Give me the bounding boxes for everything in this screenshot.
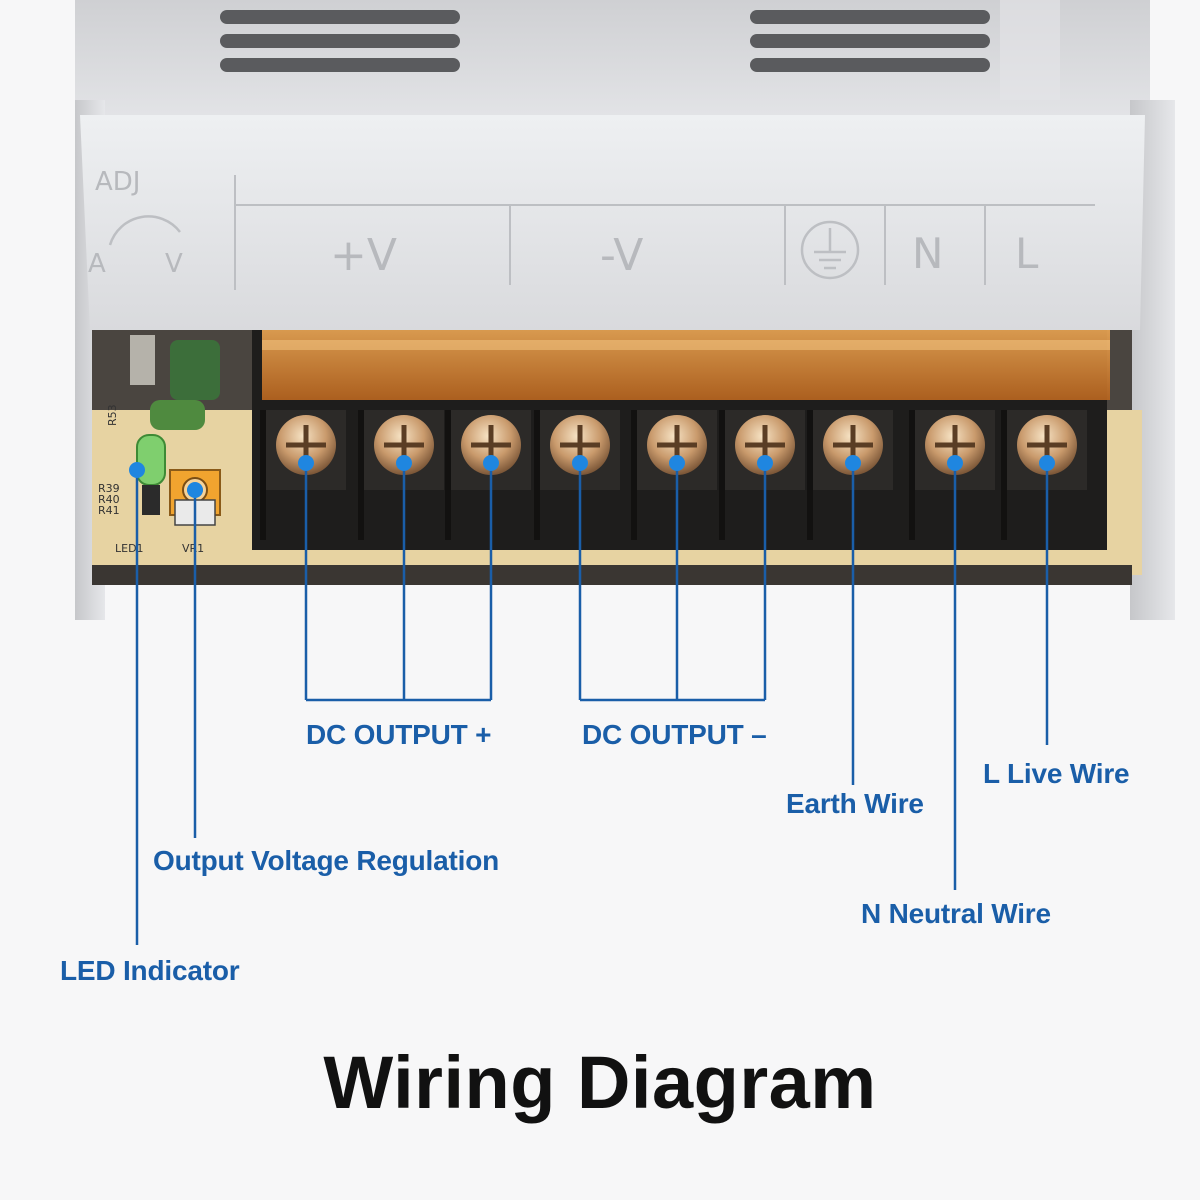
callout-dot-earth: [845, 455, 861, 471]
callout-dot-led: [129, 462, 145, 478]
label-led-indicator: LED Indicator: [60, 955, 240, 986]
terminal-screw-7: [807, 410, 893, 540]
panel-l-label: L: [1015, 229, 1039, 278]
panel-v-label: V: [165, 249, 183, 279]
callout-lines: [129, 455, 1055, 945]
pcb-label-led1: LED1: [115, 542, 144, 555]
pcb-label-vr1: VR1: [182, 542, 204, 555]
panel-adj-label: ADJ: [95, 167, 140, 197]
panel-plus-v-label: +V: [330, 230, 397, 281]
pcb-label-r41: R41: [98, 504, 120, 517]
callout-dot-dc-minus-3: [757, 455, 773, 471]
label-live-wire: L Live Wire: [983, 758, 1130, 789]
terminal-screw-1: [260, 410, 346, 540]
panel-n-label: N: [912, 229, 943, 278]
callout-dot-dc-plus-1: [298, 455, 314, 471]
panel-a-label: A: [88, 249, 106, 279]
callout-dot-dc-plus-3: [483, 455, 499, 471]
label-earth-wire: Earth Wire: [786, 788, 924, 819]
label-neutral-wire: N Neutral Wire: [861, 898, 1051, 929]
callout-dot-dc-minus-2: [669, 455, 685, 471]
callout-dot-neutral: [947, 455, 963, 471]
label-dc-output-minus: DC OUTPUT –: [582, 719, 767, 750]
terminal-block: [252, 330, 1110, 550]
label-output-voltage-regulation: Output Voltage Regulation: [153, 845, 500, 876]
pcb-label-r39: R39: [98, 482, 120, 495]
panel-minus-v-label: -V: [600, 230, 643, 281]
pcb-label-r40: R40: [98, 493, 120, 506]
pcb-label-r53: R53: [106, 404, 119, 426]
chassis-top: [75, 0, 1150, 115]
callout-dot-dc-plus-2: [396, 455, 412, 471]
diagram-title: Wiring Diagram: [323, 1041, 877, 1124]
front-panel: ADJ A V +V -V N L: [80, 115, 1145, 330]
label-dc-output-plus: DC OUTPUT +: [306, 719, 492, 750]
callout-dot-vr: [187, 482, 203, 498]
callout-dot-live: [1039, 455, 1055, 471]
callout-dot-dc-minus-1: [572, 455, 588, 471]
